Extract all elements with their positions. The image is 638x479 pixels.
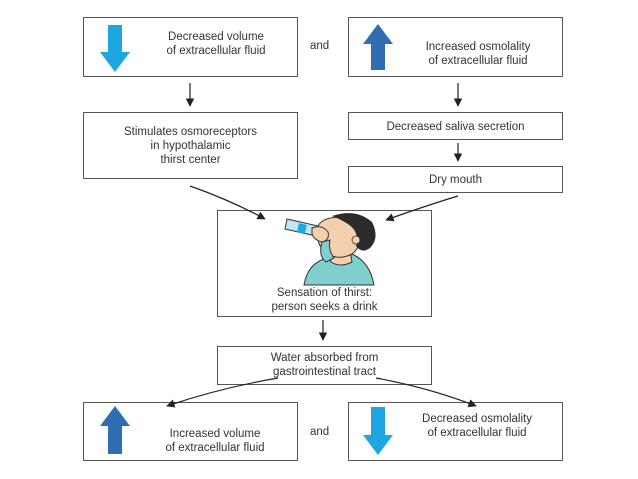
increased-volume-text: Increased volume of extracellular fluid	[165, 428, 265, 454]
arrow-up-icon	[100, 406, 130, 454]
ear	[351, 235, 361, 245]
connector-arrow	[189, 185, 266, 220]
box-stimulates-osmoreceptors	[83, 112, 298, 179]
connector-arrow	[375, 377, 477, 408]
box-water-absorbed	[217, 346, 432, 385]
stimulates-osmoreceptors-text: Stimulates osmoreceptors in hypothalamic…	[124, 126, 257, 166]
bottle-label	[297, 223, 307, 234]
decreased-volume-text: Decreased volume of extracellular fluid	[166, 31, 266, 57]
hand	[311, 226, 329, 243]
arrow-down-icon	[363, 407, 393, 455]
and-connector-top: and	[310, 40, 330, 52]
hair	[332, 213, 376, 251]
sensation-of-thirst-text: Sensation of thirst: person seeks a drin…	[271, 287, 378, 313]
arrow-down-icon	[100, 25, 130, 72]
connector-arrow	[166, 377, 279, 408]
box-decreased-saliva	[348, 112, 563, 140]
person-drinking-illustration	[284, 213, 376, 286]
increased-osmolality-text: Increased osmolality of extracellular fl…	[425, 41, 531, 67]
water-absorbed-text: Water absorbed from gastrointestinal tra…	[270, 352, 379, 378]
arrow-up-icon	[363, 24, 393, 70]
dry-mouth-text: Dry mouth	[428, 174, 483, 186]
arm	[320, 239, 335, 263]
and-connector-bottom: and	[310, 426, 330, 438]
connector-arrow	[385, 195, 459, 222]
decreased-osmolality-text: Decreased osmolality of extracellular fl…	[422, 413, 532, 439]
box-dry-mouth	[348, 166, 563, 193]
decreased-saliva-text: Decreased saliva secretion	[386, 121, 525, 133]
